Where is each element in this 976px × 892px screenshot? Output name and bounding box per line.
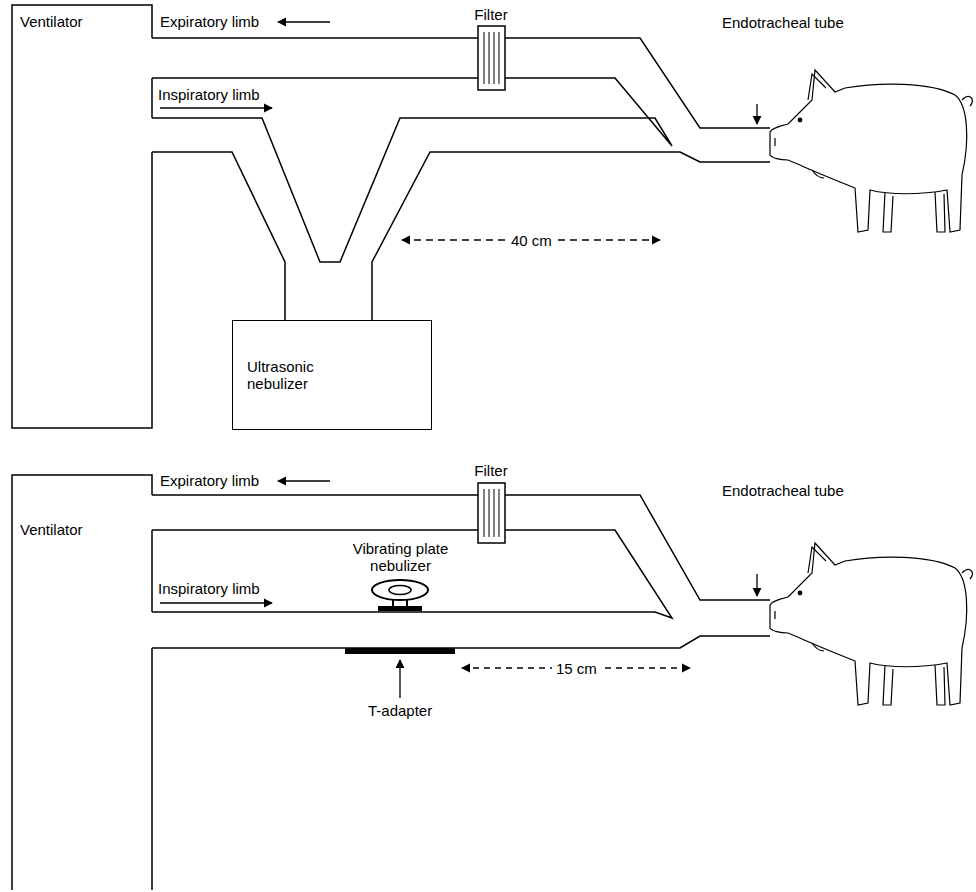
limb-label: Expiratory limb <box>160 472 259 489</box>
filter-box <box>478 483 505 543</box>
part-label: T-adapter <box>368 702 432 719</box>
part-label: Endotracheal tube <box>722 482 844 499</box>
limb-label: Inspiratory limb <box>158 86 260 103</box>
ventilator-outline <box>12 5 152 428</box>
flow-arrow <box>160 602 272 603</box>
filter-label: Filter <box>472 6 510 23</box>
t-adapter <box>345 648 455 654</box>
ventilator-box: Ventilator <box>12 475 152 546</box>
node-text: Ventilator <box>20 13 144 30</box>
filter-box <box>478 26 505 90</box>
flow-arrow <box>160 107 272 108</box>
limb-label: Inspiratory limb <box>158 580 260 597</box>
inspiratory-tube <box>152 636 770 648</box>
nebulizer-label: Vibrating plate nebulizer <box>338 540 463 574</box>
pig-illustration <box>770 70 972 232</box>
t-adapter <box>378 606 422 611</box>
expiratory-tube <box>152 495 478 530</box>
inspiratory-tube <box>152 495 770 618</box>
node-text: Filter <box>474 462 507 479</box>
node-text: Ventilator <box>20 521 144 538</box>
flow-arrow <box>278 21 330 22</box>
limb-label: Expiratory limb <box>160 13 259 30</box>
ventilator-outline <box>12 475 152 890</box>
node-text: Filter <box>474 6 507 23</box>
node-text: Ultrasonic nebulizer <box>247 358 347 392</box>
flow-arrow <box>278 480 330 481</box>
nebulizer-plate <box>389 586 411 595</box>
nebulizer-box: Ultrasonic nebulizer <box>232 320 432 430</box>
inspiratory-tube <box>152 38 770 262</box>
tubing-bottom <box>12 475 770 890</box>
filter-lines <box>484 32 499 84</box>
pointer-arrow <box>756 104 757 124</box>
expiratory-tube <box>152 38 478 78</box>
ventilator-box: Ventilator <box>12 5 152 38</box>
adapter-stem <box>393 600 407 606</box>
pointer-arrow <box>399 660 400 698</box>
node-text: Vibrating plate nebulizer <box>338 540 463 574</box>
inspiratory-tube <box>152 152 770 320</box>
dimension-label: 40 cm <box>507 232 556 249</box>
nebulizer-plate <box>372 580 428 600</box>
filter-label: Filter <box>472 462 510 479</box>
dimension-label: 15 cm <box>552 660 601 677</box>
part-label: Endotracheal tube <box>722 14 844 31</box>
pig-illustration <box>770 543 972 705</box>
filter-lines <box>484 489 499 537</box>
pointer-arrow <box>756 574 757 596</box>
